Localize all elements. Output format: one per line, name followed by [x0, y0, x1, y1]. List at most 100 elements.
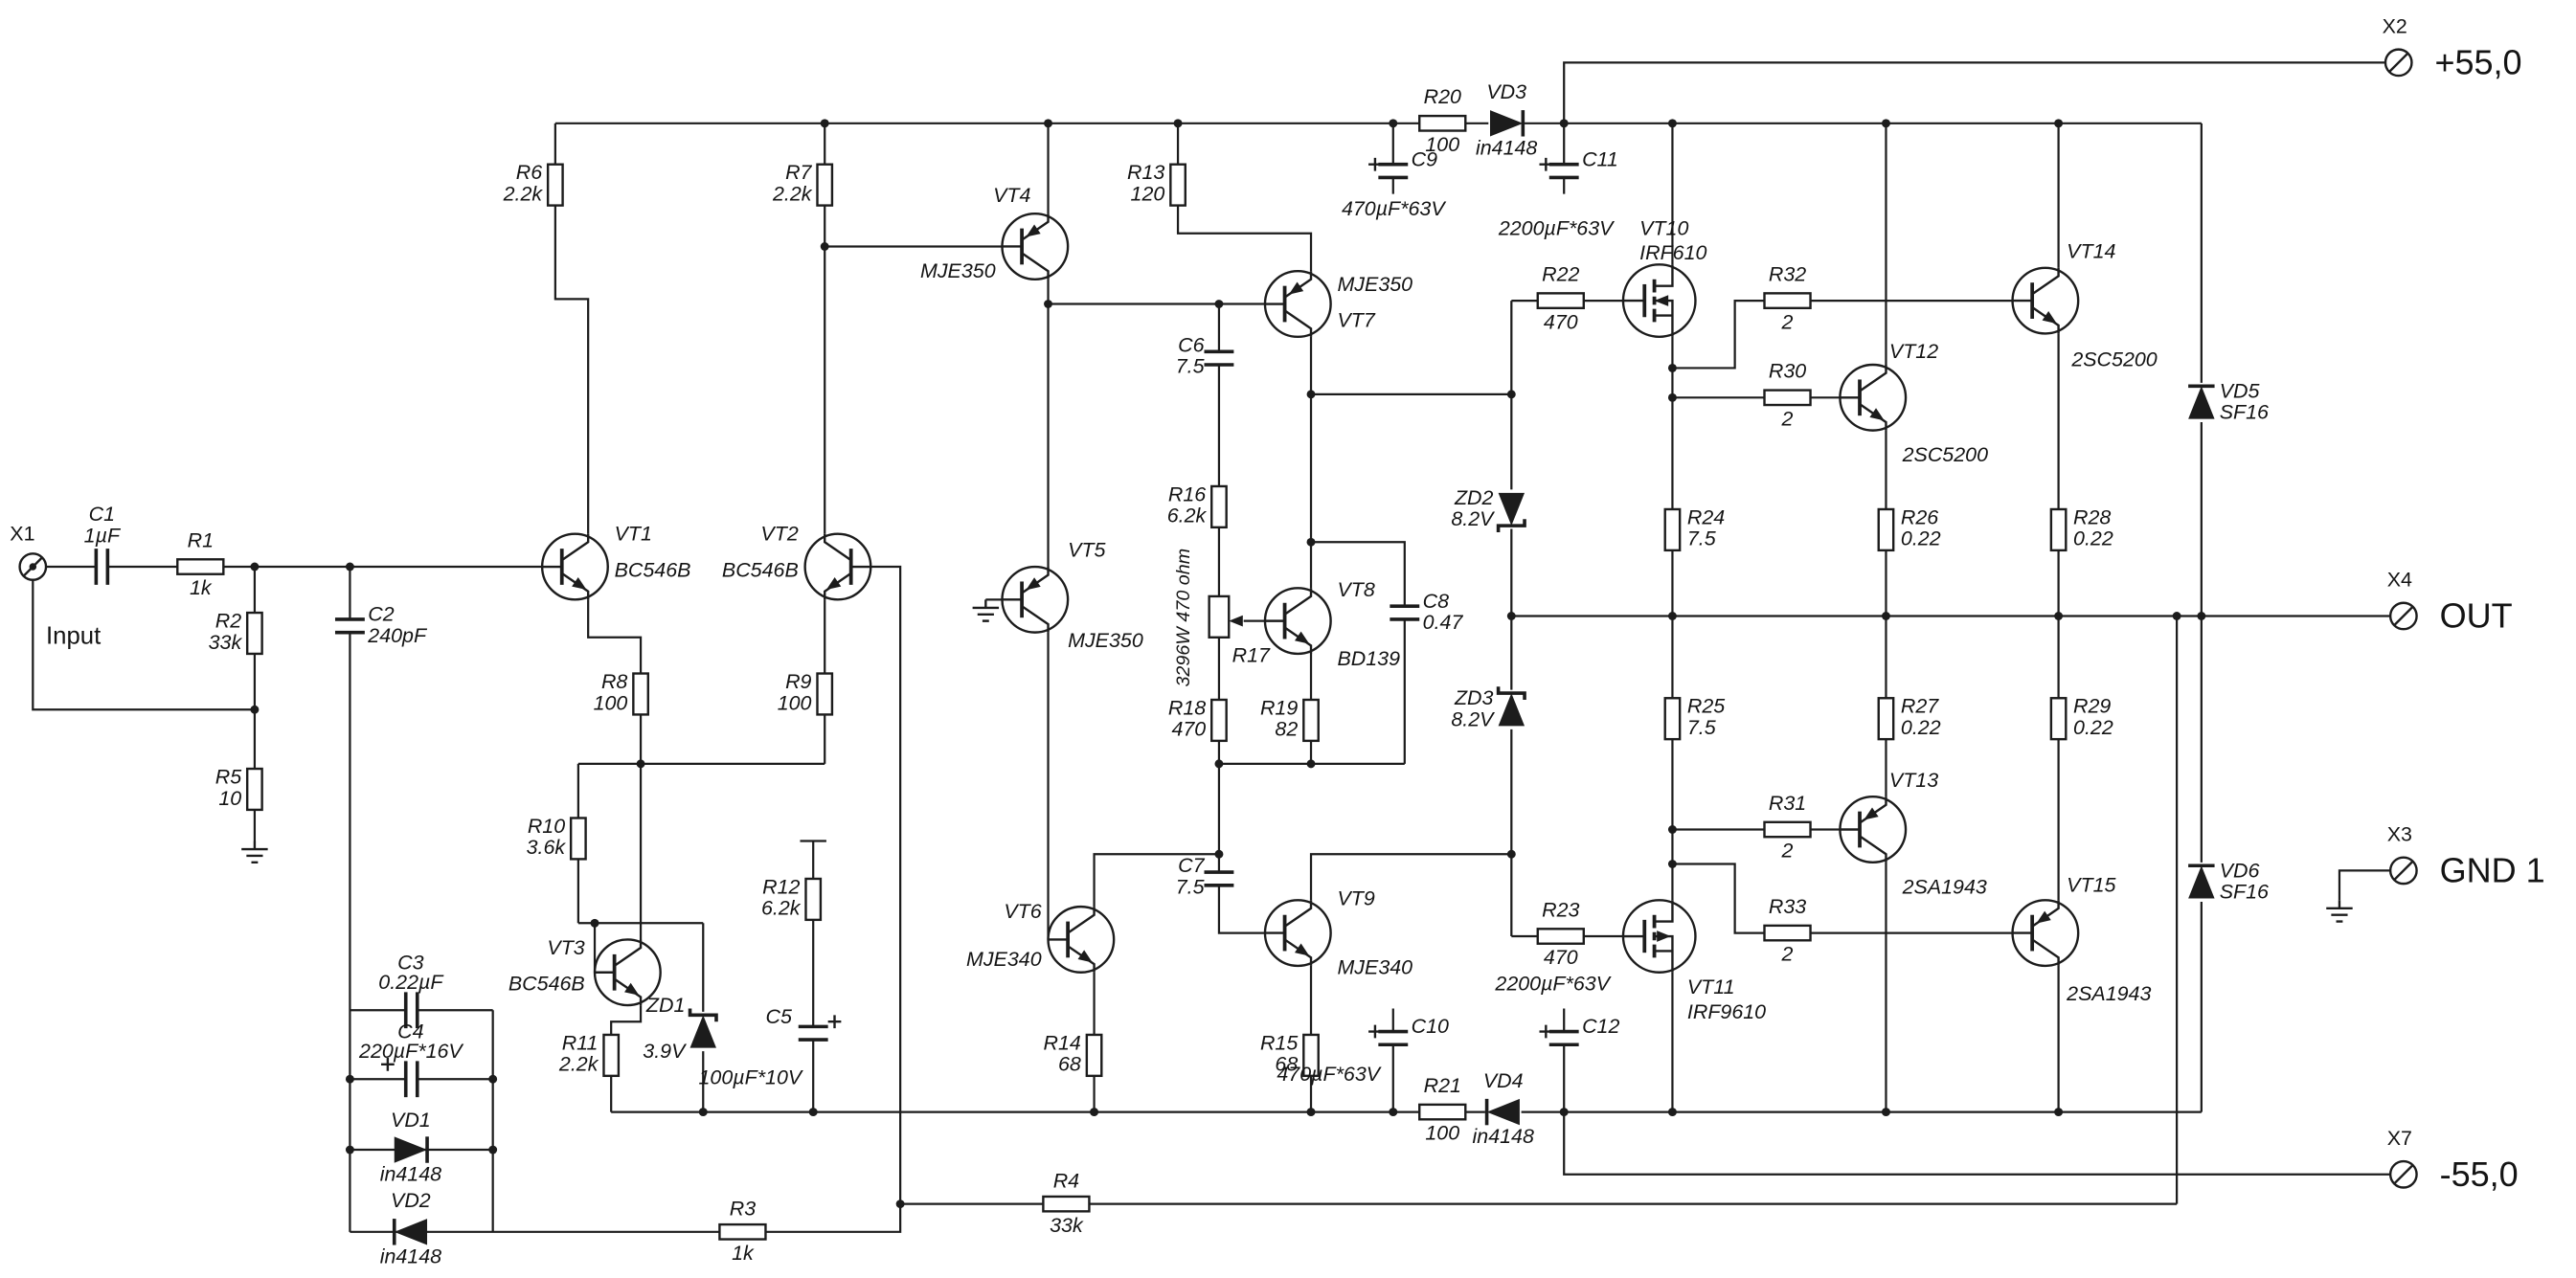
R1-value: 1k	[190, 576, 213, 599]
R29-value: 0.22	[2073, 716, 2113, 739]
component-C3: C30.22µF	[378, 951, 444, 1029]
junction-dot	[2172, 612, 2181, 620]
resistor-body	[1302, 1033, 1320, 1078]
junction-dot	[1173, 119, 1183, 128]
resistor-body	[2049, 697, 2068, 741]
capacitor-plates	[403, 1061, 419, 1098]
resistor-body	[1210, 484, 1228, 529]
junction-dot	[1506, 390, 1516, 399]
VD6-designator: VD6	[2220, 859, 2260, 882]
R19-designator: R19	[1260, 696, 1298, 719]
ce-leads	[824, 533, 852, 600]
VT13-value: 2SA1943	[1902, 875, 1987, 898]
terminal-slash	[2392, 605, 2415, 627]
X4-designator: X4	[2387, 569, 2412, 592]
wire-output-stage	[1671, 123, 2060, 1112]
ZD2-designator: ZD2	[1454, 486, 1494, 509]
arrow-glyph	[1077, 950, 1093, 963]
C7-value: 7.5	[1176, 875, 1205, 898]
R23-designator: R23	[1542, 898, 1579, 921]
polarity-plus-icon	[1539, 157, 1553, 171]
R22-value: 470	[1544, 310, 1578, 333]
X1-designator: X1	[10, 523, 34, 546]
component-R7: R72.2k	[772, 161, 834, 207]
VT14-value: 2SC5200	[2070, 348, 2157, 371]
component-R22: R22 470	[1536, 263, 1586, 333]
R28-value: 0.22	[2073, 527, 2113, 550]
capacitor-plates	[1204, 870, 1234, 887]
ZD2-value: 8.2V	[1451, 507, 1495, 530]
component-gnd-x3	[2326, 900, 2353, 923]
X2-value: +55,0	[2434, 42, 2521, 81]
VD3-designator: VD3	[1486, 80, 1526, 103]
junction-dot	[808, 1108, 818, 1117]
diode-triangle	[394, 1136, 428, 1163]
polarity-plus-icon	[1368, 1024, 1382, 1039]
component-R30: R30 2	[1763, 360, 1812, 430]
VT11-designator: VT11	[1687, 975, 1735, 998]
R25-value: 7.5	[1687, 716, 1716, 739]
ZD3-designator: ZD3	[1454, 686, 1494, 709]
C5-value: 100µF*10V	[698, 1065, 802, 1088]
C11-designator: C11	[1582, 147, 1618, 170]
C9-value: 470µF*63V	[1342, 197, 1446, 220]
polarity-plus-icon	[1539, 1024, 1553, 1039]
R30-designator: R30	[1769, 360, 1806, 383]
capacitor-plates	[334, 617, 365, 635]
terminal-slash	[2392, 860, 2415, 882]
capacitor-plates	[798, 1024, 828, 1042]
arrow-glyph	[1869, 408, 1885, 421]
X2-designator: X2	[2383, 14, 2407, 37]
R9-value: 100	[778, 691, 812, 714]
R11-value: 2.2k	[558, 1053, 599, 1076]
junction-dot	[1559, 1108, 1569, 1117]
junction-dot	[2054, 612, 2064, 620]
resistor-body	[718, 1222, 767, 1241]
X3-value: GND 1	[2440, 850, 2545, 889]
zener-bar	[688, 1008, 718, 1022]
diode-triangle	[394, 1219, 428, 1245]
R8-designator: R8	[601, 670, 627, 693]
VT4-value: MJE350	[920, 259, 996, 282]
R3-value: 1k	[732, 1242, 755, 1265]
R8-value: 100	[594, 691, 628, 714]
VD2-designator: VD2	[391, 1189, 431, 1212]
ce-leads	[1283, 900, 1313, 966]
resistor-body	[245, 767, 263, 812]
R17-designator: R17	[1232, 644, 1271, 667]
R22-designator: R22	[1542, 263, 1579, 286]
capacitor-plates	[94, 549, 110, 585]
ce-leads	[1283, 588, 1313, 654]
R30-value: 2	[1781, 407, 1794, 430]
R21-designator: R21	[1424, 1074, 1461, 1097]
arrow-glyph	[1294, 631, 1310, 644]
junction-dot	[345, 562, 354, 572]
polarity-plus-icon	[827, 1015, 842, 1029]
diode-triangle	[1486, 1098, 1520, 1126]
resistor-body	[1536, 928, 1586, 945]
junction-dot	[1214, 759, 1224, 769]
resistor-body	[816, 672, 834, 716]
R25-designator: R25	[1687, 695, 1725, 718]
R12-value: 6.2k	[761, 897, 802, 920]
